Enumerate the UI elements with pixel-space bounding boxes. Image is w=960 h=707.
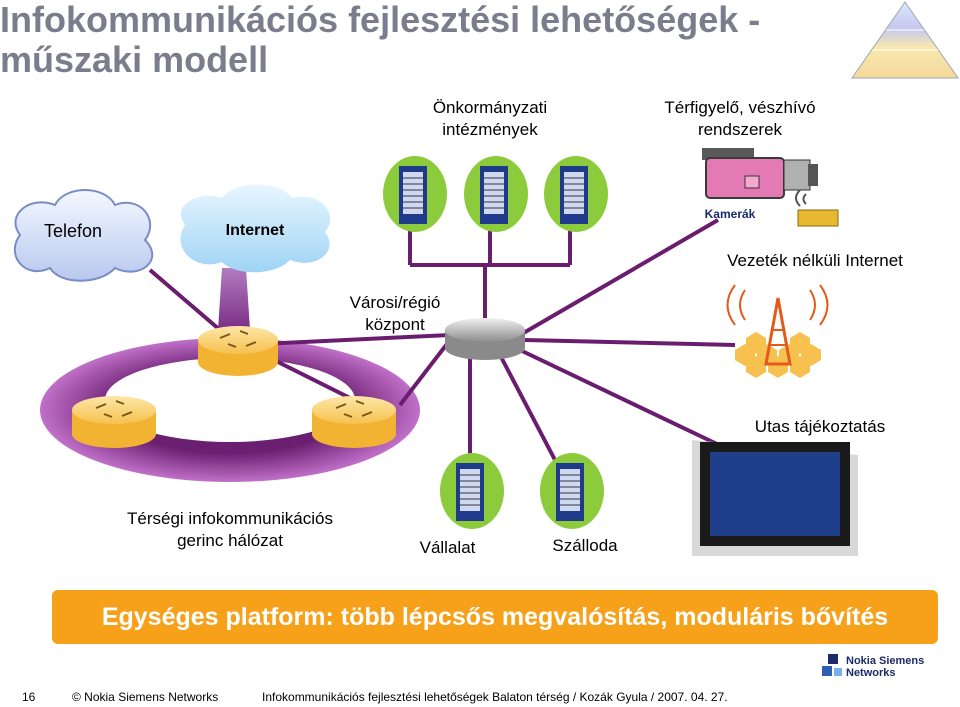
platform-banner: Egységes platform: több lépcsős megvalós…: [52, 590, 938, 644]
logo-line1: Nokia Siemens: [846, 655, 925, 667]
internet-link-beam: [218, 268, 250, 330]
nsn-logo-icon: [818, 650, 842, 684]
label-varosi: Városi/régió központ: [349, 293, 441, 334]
label-szalloda: Szálloda: [552, 536, 618, 555]
label-onkormanyzati: Önkormányzati intézmények: [432, 98, 548, 139]
server-icon: [383, 156, 447, 232]
label-utas: Utas tájékoztatás: [754, 417, 886, 436]
internet-cloud: [180, 184, 331, 273]
label-vallalat: Vállalat: [419, 538, 476, 557]
camera-icon: [702, 148, 818, 199]
server-icon: [440, 453, 504, 529]
telefon-cloud: [13, 189, 154, 282]
wifi-router-icon: [795, 189, 839, 227]
nsn-logo-text: Nokia Siemens Networks: [846, 655, 924, 679]
footer-copyright: © Nokia Siemens Networks: [72, 690, 219, 704]
slide-title: Infokommunikációs fejlesztési lehetősége…: [0, 0, 761, 80]
label-internet: Internet: [225, 222, 285, 239]
hub-icon: [445, 318, 525, 360]
label-telefon: Telefon: [43, 221, 103, 241]
router-icon: [198, 326, 278, 376]
label-terfigyelo: Térfigyelő, vészhívó rendszerek: [664, 98, 816, 139]
label-vezetek-nelkuli: Vezeték nélküli Internet: [727, 251, 903, 270]
pyramid-icon: [851, 1, 959, 79]
page-number: 16: [22, 690, 36, 704]
server-icon: [464, 156, 528, 232]
server-icon: [540, 453, 604, 529]
label-tersegi: Térségi infokommunikációs gerinc hálózat: [127, 509, 333, 550]
router-icon: [72, 396, 156, 448]
router-icon: [312, 396, 396, 448]
server-icon: [544, 156, 608, 232]
antenna-icon: [726, 284, 829, 378]
banner-text: Egységes platform: több lépcsős megvalós…: [101, 602, 889, 631]
footer-info: Infokommunikációs fejlesztési lehetősége…: [262, 690, 728, 704]
label-kamerak: Kamerák: [704, 207, 756, 221]
logo-line2: Networks: [846, 667, 896, 679]
display-screen-icon: [692, 440, 858, 556]
